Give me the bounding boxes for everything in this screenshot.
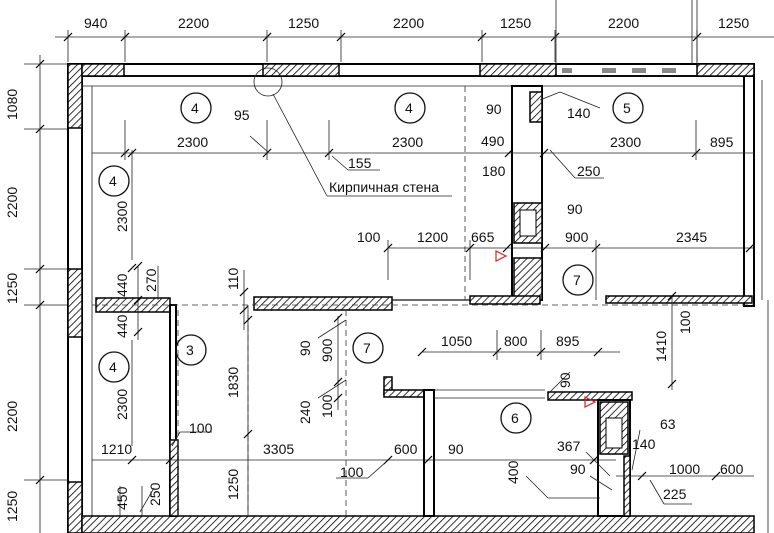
dim-1210: 1210 bbox=[101, 441, 132, 457]
dim-180: 180 bbox=[482, 163, 506, 179]
dim-665: 665 bbox=[471, 229, 495, 245]
dim-2300: 2300 bbox=[392, 134, 423, 150]
left-dim-5: 1250 bbox=[4, 491, 20, 522]
room-number: 6 bbox=[511, 410, 519, 426]
left-dim-1: 1080 bbox=[4, 89, 20, 120]
dim-225: 225 bbox=[663, 486, 687, 502]
dim-2345: 2345 bbox=[676, 229, 707, 245]
dim-250: 250 bbox=[577, 163, 601, 179]
room-number: 7 bbox=[363, 340, 371, 356]
left-dim-3: 1250 bbox=[4, 273, 20, 304]
dim-1000: 1000 bbox=[669, 461, 700, 477]
interior-dimension-labels: 95 2300 90 490 2300 140 2300 895 155 180… bbox=[101, 101, 744, 510]
top-dim-4: 2200 bbox=[393, 15, 424, 31]
brick-wall-callout: Кирпичная стена bbox=[329, 179, 439, 195]
dim-100: 100 bbox=[189, 420, 213, 436]
top-dim-2: 2200 bbox=[178, 15, 209, 31]
top-dim-3: 1250 bbox=[288, 15, 319, 31]
dim-63: 63 bbox=[660, 416, 676, 432]
dim-155: 155 bbox=[348, 155, 372, 171]
dim-2300-vertical: 2300 bbox=[114, 201, 130, 232]
left-dimension-chain: 1080 2200 1250 2200 1250 bbox=[4, 55, 70, 533]
room-number: 4 bbox=[191, 100, 199, 116]
dim-1050: 1050 bbox=[441, 333, 472, 349]
dim-140: 140 bbox=[632, 436, 656, 452]
room-number: 4 bbox=[109, 359, 117, 375]
dim-367: 367 bbox=[557, 438, 581, 454]
dim-600: 600 bbox=[720, 461, 744, 477]
dim-90: 90 bbox=[297, 340, 313, 356]
dim-450: 450 bbox=[114, 486, 130, 510]
room-number: 5 bbox=[623, 100, 631, 116]
dim-1200: 1200 bbox=[417, 229, 448, 245]
dim-90: 90 bbox=[567, 201, 583, 217]
room-number: 4 bbox=[109, 173, 117, 189]
dim-3305: 3305 bbox=[263, 441, 294, 457]
dim-2300: 2300 bbox=[610, 134, 641, 150]
dim-1250-vertical: 1250 bbox=[225, 469, 241, 500]
dim-900-vertical: 900 bbox=[319, 338, 335, 362]
dim-100: 100 bbox=[677, 310, 693, 334]
dim-900: 900 bbox=[565, 229, 589, 245]
dim-270: 270 bbox=[143, 268, 159, 292]
top-dimension-chain: 940 2200 1250 2200 1250 2200 1250 bbox=[55, 15, 774, 62]
room-number: 4 bbox=[405, 100, 413, 116]
dim-490: 490 bbox=[481, 133, 505, 149]
dim-895: 895 bbox=[556, 333, 580, 349]
left-dim-4: 2200 bbox=[4, 401, 20, 432]
exterior-walls bbox=[67, 0, 769, 533]
dim-2300: 2300 bbox=[177, 134, 208, 150]
left-dim-2: 2200 bbox=[4, 187, 20, 218]
top-dim-6: 2200 bbox=[608, 15, 639, 31]
dim-90: 90 bbox=[486, 101, 502, 117]
room-number: 7 bbox=[573, 272, 581, 288]
dim-440: 440 bbox=[114, 273, 130, 297]
dim-90: 90 bbox=[557, 372, 573, 388]
dim-100: 100 bbox=[357, 229, 381, 245]
top-dim-1: 940 bbox=[84, 15, 108, 31]
dim-1830: 1830 bbox=[225, 367, 241, 398]
dim-2300-vertical: 2300 bbox=[114, 389, 130, 420]
dim-440: 440 bbox=[114, 314, 130, 338]
top-dim-5: 1250 bbox=[500, 15, 531, 31]
dim-400: 400 bbox=[505, 460, 521, 484]
dim-800: 800 bbox=[504, 333, 528, 349]
dim-895: 895 bbox=[710, 134, 734, 150]
dim-90: 90 bbox=[448, 441, 464, 457]
dim-140: 140 bbox=[567, 105, 591, 121]
dim-90: 90 bbox=[570, 461, 586, 477]
dim-240: 240 bbox=[297, 400, 313, 424]
dim-95: 95 bbox=[234, 107, 250, 123]
door-markers bbox=[495, 250, 597, 408]
window-marks bbox=[562, 68, 676, 73]
dim-110: 110 bbox=[225, 267, 241, 290]
top-dim-7: 1250 bbox=[718, 15, 749, 31]
dim-100: 100 bbox=[340, 464, 364, 480]
room-number: 3 bbox=[186, 342, 194, 358]
dim-600: 600 bbox=[394, 441, 418, 457]
room-markers: 4 4 5 4 3 7 7 4 6 bbox=[98, 92, 644, 434]
dim-1410: 1410 bbox=[653, 331, 669, 362]
dim-250: 250 bbox=[147, 482, 163, 506]
interior-dimension-lines bbox=[92, 67, 755, 516]
dim-100: 100 bbox=[319, 394, 335, 418]
